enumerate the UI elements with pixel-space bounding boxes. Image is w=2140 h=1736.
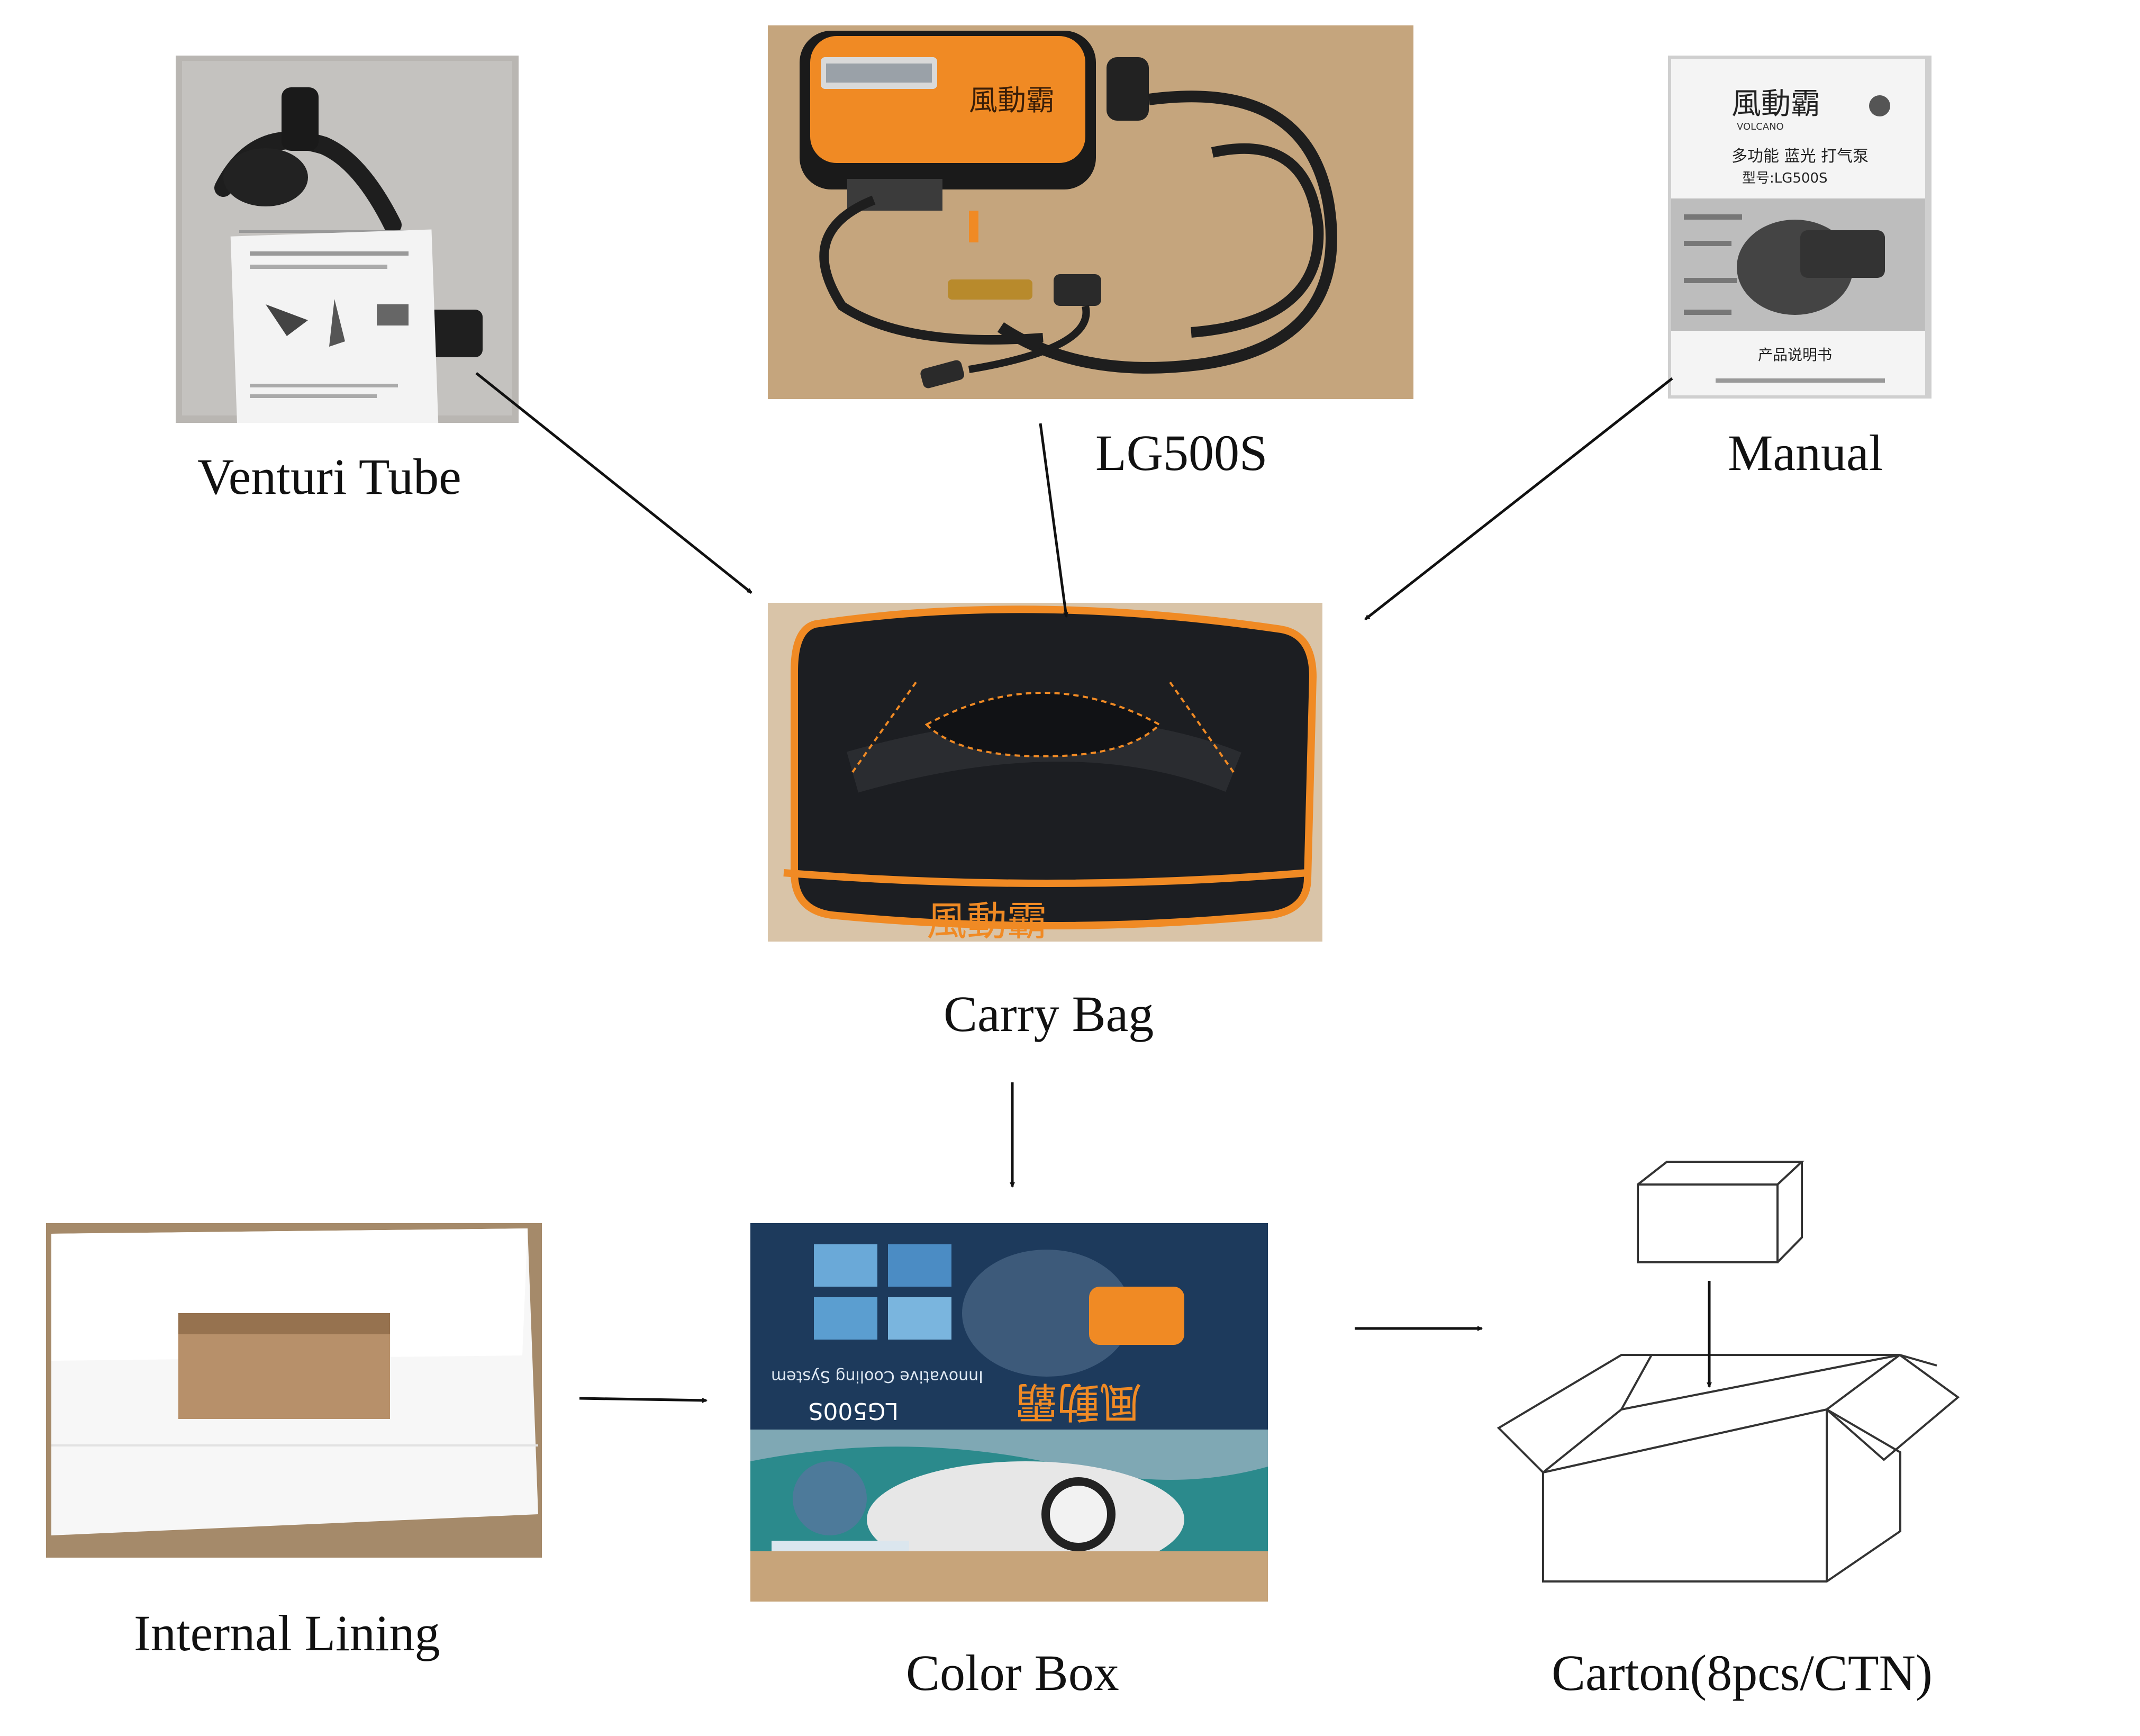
manual-model: 型号:LG500S	[1742, 170, 1828, 186]
svg-text:多功能 蓝光 打气泵: 多功能 蓝光 打气泵	[1731, 147, 1869, 166]
manual-doc-title: 产品说明书	[1758, 346, 1832, 364]
label-carton: Carton(8pcs/CTN)	[1552, 1644, 1933, 1701]
label-carry-bag: Carry Bag	[944, 985, 1154, 1042]
carry-bag-photo: 風動霸	[768, 603, 1322, 942]
color-box-photo: Innovative Cooling System LG500S 風動霸	[750, 1223, 1268, 1602]
svg-text:風動霸: 風動霸	[969, 84, 1055, 117]
arrow-lining-to-box	[579, 1397, 708, 1403]
lg500s-photo: 風動霸	[768, 25, 1413, 399]
label-lg500s: LG500S	[1095, 424, 1268, 481]
svg-text:風動霸: 風動霸	[1731, 87, 1820, 121]
label-venturi-tube: Venturi Tube	[197, 448, 461, 505]
color-box-tagline: Innovative Cooling System	[771, 1367, 983, 1386]
venturi-tube-photo	[176, 56, 519, 423]
color-box-model: LG500S	[808, 1397, 899, 1424]
arrow-manual-to-bag	[1364, 377, 1673, 620]
label-manual: Manual	[1728, 424, 1883, 481]
manual-brand: VOLCANO	[1737, 121, 1784, 132]
svg-text:風動霸: 風動霸	[927, 898, 1047, 942]
label-internal-lining: Internal Lining	[134, 1605, 440, 1661]
svg-text:風動霸: 風動霸	[1015, 1377, 1142, 1426]
manual-photo: 風動霸 VOLCANO 多功能 蓝光 打气泵 型号:LG500S 产品说明书	[1668, 56, 1932, 399]
label-color-box: Color Box	[906, 1644, 1119, 1701]
arrow-lg500s-to-bag	[1039, 423, 1068, 618]
arrow-venturi-to-bag	[475, 372, 752, 594]
carton-drawing	[1497, 1161, 1960, 1583]
internal-lining-photo	[46, 1223, 542, 1558]
arrows	[475, 372, 1712, 1403]
